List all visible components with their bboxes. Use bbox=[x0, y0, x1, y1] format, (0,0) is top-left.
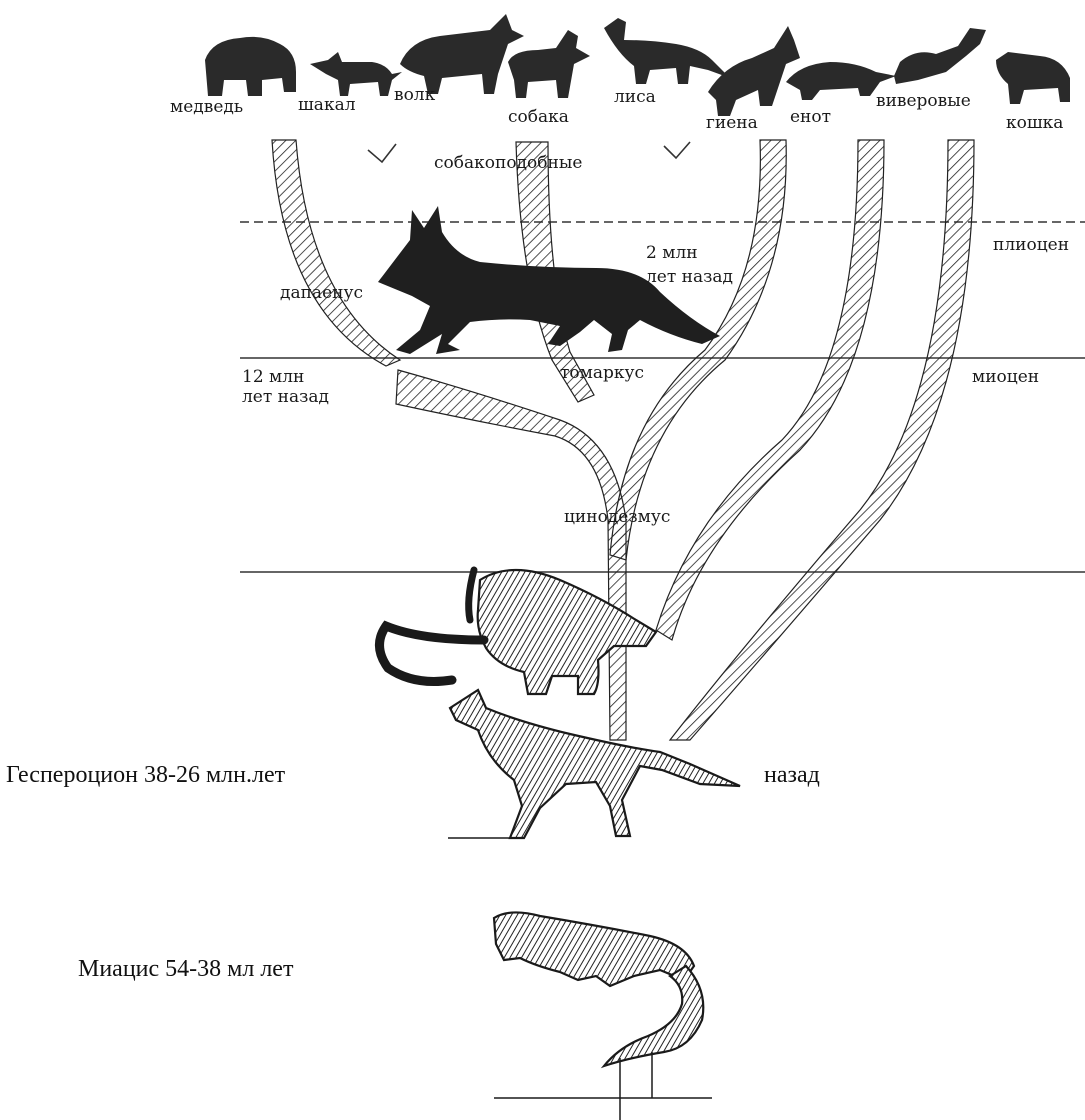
cat-silhouette bbox=[996, 52, 1070, 104]
label-dog: собака bbox=[508, 107, 569, 127]
label-12mya-line2: лет назад bbox=[242, 387, 329, 407]
label-bear: медведь bbox=[170, 97, 243, 117]
branch-hyena bbox=[610, 140, 786, 560]
label-pliocene: плиоцен bbox=[993, 235, 1069, 255]
branch-bear-daphoenus bbox=[272, 140, 400, 366]
label-raccoon: енот bbox=[790, 107, 831, 127]
label-cat: кошка bbox=[1006, 113, 1063, 133]
label-cynodesmus: цинодезмус bbox=[564, 507, 670, 527]
branch-viverrids bbox=[670, 140, 974, 740]
caniform-bracket-left bbox=[368, 144, 396, 162]
label-2mya-line2: лет назад bbox=[646, 267, 733, 287]
bear-silhouette bbox=[205, 37, 296, 96]
label-12mya-line1: 12 млн bbox=[242, 367, 304, 387]
label-miocene: миоцен bbox=[972, 367, 1039, 387]
label-miacis: Миацис 54-38 мл лет bbox=[78, 956, 294, 982]
label-hesperocyon: Гесперοцион 38-26 млн.лет bbox=[6, 762, 286, 788]
caniform-bracket-right bbox=[664, 142, 690, 158]
dog-silhouette bbox=[508, 30, 590, 98]
label-caniforms: собакоподобные bbox=[434, 153, 582, 173]
label-fox: лиса bbox=[614, 87, 656, 107]
label-wolf: волк bbox=[394, 85, 436, 105]
fox-silhouette bbox=[604, 18, 730, 84]
label-jackal: шакал bbox=[298, 95, 356, 115]
wolf-silhouette bbox=[400, 14, 524, 94]
miacis-illustration bbox=[494, 912, 712, 1120]
hesperocyon-illustration bbox=[379, 570, 740, 838]
jackal-silhouette bbox=[310, 52, 402, 96]
label-2mya-line1: 2 млн bbox=[646, 243, 698, 263]
label-daphoenus: дапаенус bbox=[280, 283, 363, 303]
label-viverrids: виверовые bbox=[876, 91, 971, 111]
label-hesperocyon-suffix: назад bbox=[764, 762, 820, 788]
label-hyena: гиена bbox=[706, 113, 758, 133]
viverrid-silhouette bbox=[894, 28, 986, 84]
label-tomarctus: томаркус bbox=[560, 363, 644, 383]
